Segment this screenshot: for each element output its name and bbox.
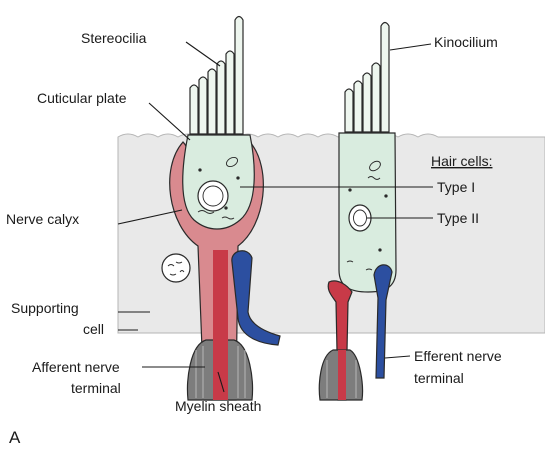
label-myelin-sheath: Myelin sheath [175,398,261,414]
leader-lines [117,41,433,393]
label-hair-cells: Hair cells: [431,153,492,169]
type-2-organelles [346,160,388,271]
label-supporting-cell-line2: cell [83,321,104,337]
type-1-stereocilia [189,15,244,135]
type-1-afferent-fiber [213,250,228,400]
label-supporting-cell-line1: Supporting [11,300,79,316]
supporting-cell-nucleus [161,253,191,283]
type-2-efferent-terminal [373,264,393,379]
panel-letter: A [9,428,21,447]
type-2-kinocilium [380,21,390,133]
type-1-kinocilium [234,15,244,135]
type-1-efferent-terminal [231,250,281,346]
label-nerve-calyx: Nerve calyx [6,211,79,227]
type-1-nucleus [197,180,229,212]
type-1-organelles [197,156,240,220]
label-afferent-line2: terminal [71,380,121,396]
type-2-hair-cell [318,21,397,401]
label-efferent-line2: terminal [414,370,464,386]
label-stereocilia: Stereocilia [81,30,147,46]
type-2-stereocilia [344,21,390,133]
label-type-1: Type I [437,179,475,195]
label-efferent-line1: Efferent nerve [414,348,502,364]
label-cuticular-plate: Cuticular plate [37,90,127,106]
label-type-2: Type II [437,210,479,226]
label-afferent-line1: Afferent nerve [32,359,120,375]
label-kinocilium: Kinocilium [434,34,498,50]
